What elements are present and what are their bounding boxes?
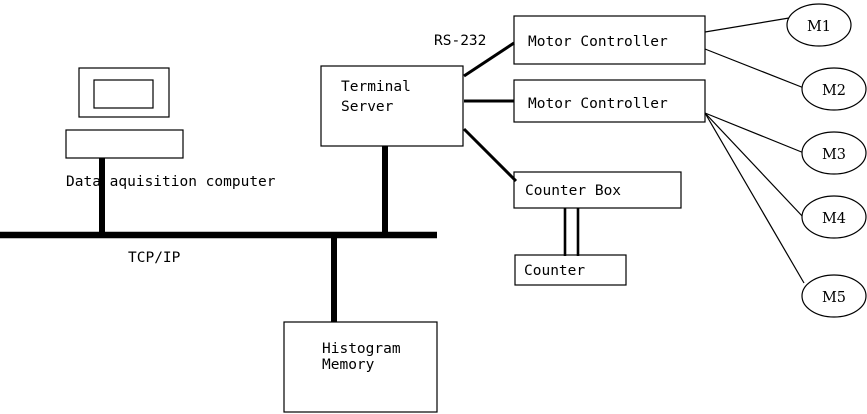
counter-box-label: Counter Box [525, 183, 621, 199]
link-mc1-to-m1 [704, 17, 790, 33]
motor-m4-label: M4 [822, 211, 846, 227]
motor-m5-shape [801, 274, 867, 318]
motor-controller-2-label: Motor Controller [528, 96, 668, 112]
motor-m3-label: M3 [822, 147, 846, 163]
histogram-memory-label-line1: Histogram [322, 341, 401, 357]
rs232-link-label: RS-232 [434, 33, 486, 49]
terminal-server-box [320, 65, 464, 147]
link-mc1-to-m2 [704, 48, 805, 89]
link-mc2-to-m3 [704, 112, 805, 154]
link-ts-to-motor-controller-1 [463, 41, 515, 78]
motor-controller-1-box [513, 15, 706, 65]
motor-controller-1-label: Motor Controller [528, 34, 668, 50]
motor-m3-shape [801, 131, 867, 175]
counter-box-box [513, 171, 682, 209]
motor-m1-shape [786, 3, 852, 47]
link-mc2-to-m4 [704, 112, 805, 219]
motor-m5-label: M5 [822, 290, 846, 306]
counter-box [514, 254, 627, 286]
histogram-memory-label-line2: Memory [322, 357, 375, 373]
link-ts-to-counter-box [462, 127, 518, 183]
counter-label: Counter [524, 263, 585, 279]
motor-m2-label: M2 [822, 83, 846, 99]
computer-base-chassis [65, 129, 184, 159]
monitor-screen [93, 79, 154, 109]
terminal-server-label-line1: Terminal [341, 79, 411, 95]
histogram-memory-box [283, 321, 438, 413]
tcpip-bus-label: TCP/IP [128, 250, 181, 266]
terminal-server-label-line2: Server [341, 99, 394, 115]
motor-m4-shape [801, 195, 867, 239]
link-mc2-to-m5 [704, 112, 805, 284]
motor-m1-label: M1 [807, 19, 831, 35]
data-acquisition-computer-label: Data aquisition computer [66, 174, 276, 190]
motor-m2-shape [801, 67, 867, 111]
